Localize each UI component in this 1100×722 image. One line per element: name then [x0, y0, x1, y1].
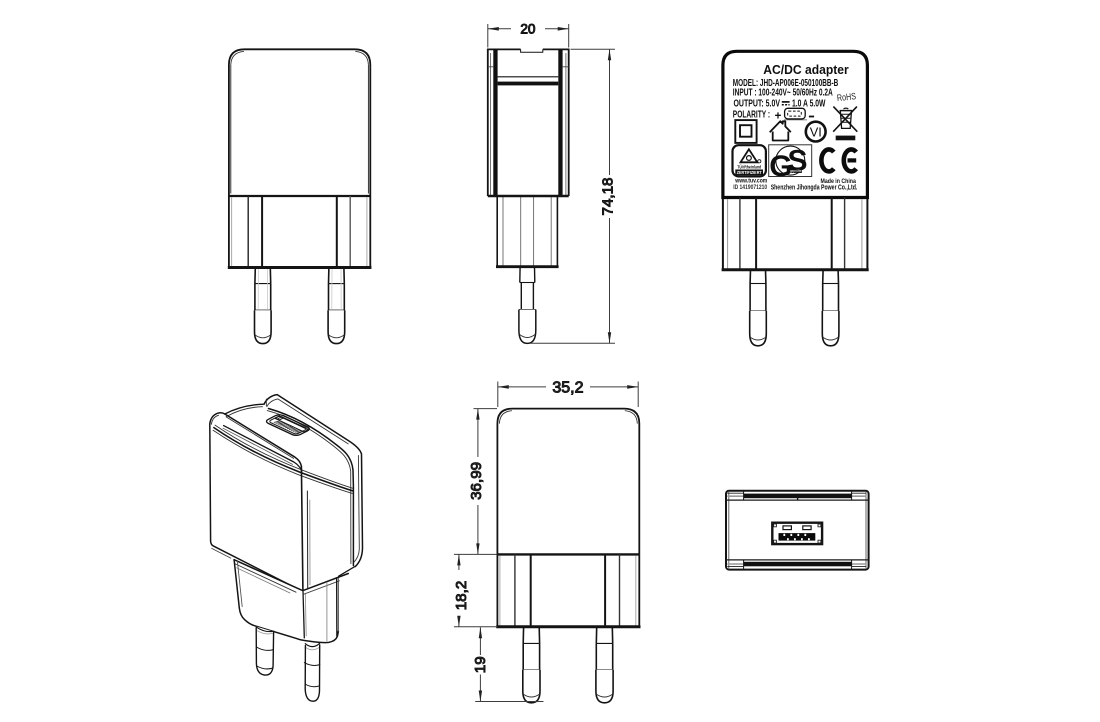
svg-text:VI: VI [810, 124, 822, 139]
svg-text:OUTPUT: 5.0V: OUTPUT: 5.0V [734, 98, 781, 109]
svg-text:G: G [769, 150, 792, 183]
svg-text:18,2: 18,2 [453, 581, 470, 611]
svg-text:35,2: 35,2 [552, 379, 583, 396]
svg-text:POLARITY :: POLARITY : [733, 110, 770, 121]
svg-text:RoHS: RoHS [836, 90, 856, 103]
svg-text:geprüfte: geprüfte [790, 169, 802, 173]
svg-text:36,99: 36,99 [468, 462, 485, 500]
svg-text:ZERTIFIZIERT: ZERTIFIZIERT [737, 170, 762, 175]
svg-text:TÜVRheinland: TÜVRheinland [737, 163, 761, 170]
svg-text:www.tuv.com: www.tuv.com [735, 178, 768, 185]
svg-text:20: 20 [520, 22, 536, 37]
svg-text:ID 1419071210: ID 1419071210 [733, 184, 767, 191]
svg-text:INPUT : 100-240V~ 50/60Hz 0.2: INPUT : 100-240V~ 50/60Hz 0.2A [733, 88, 833, 99]
svg-text:AC/DC adapter: AC/DC adapter [763, 62, 849, 77]
svg-text:74,18: 74,18 [600, 177, 617, 215]
svg-text:1.0 A 5.0W: 1.0 A 5.0W [792, 98, 826, 109]
svg-text:+: + [775, 110, 782, 122]
svg-text:Made in China: Made in China [821, 178, 857, 185]
svg-text:MODEL: JHD-AP006E-050100BB-B: MODEL: JHD-AP006E-050100BB-B [733, 78, 839, 89]
svg-text:Shenzhen Jihongda Power Co.,Lt: Shenzhen Jihongda Power Co.,Ltd. [771, 182, 858, 191]
svg-text:19: 19 [472, 656, 489, 673]
